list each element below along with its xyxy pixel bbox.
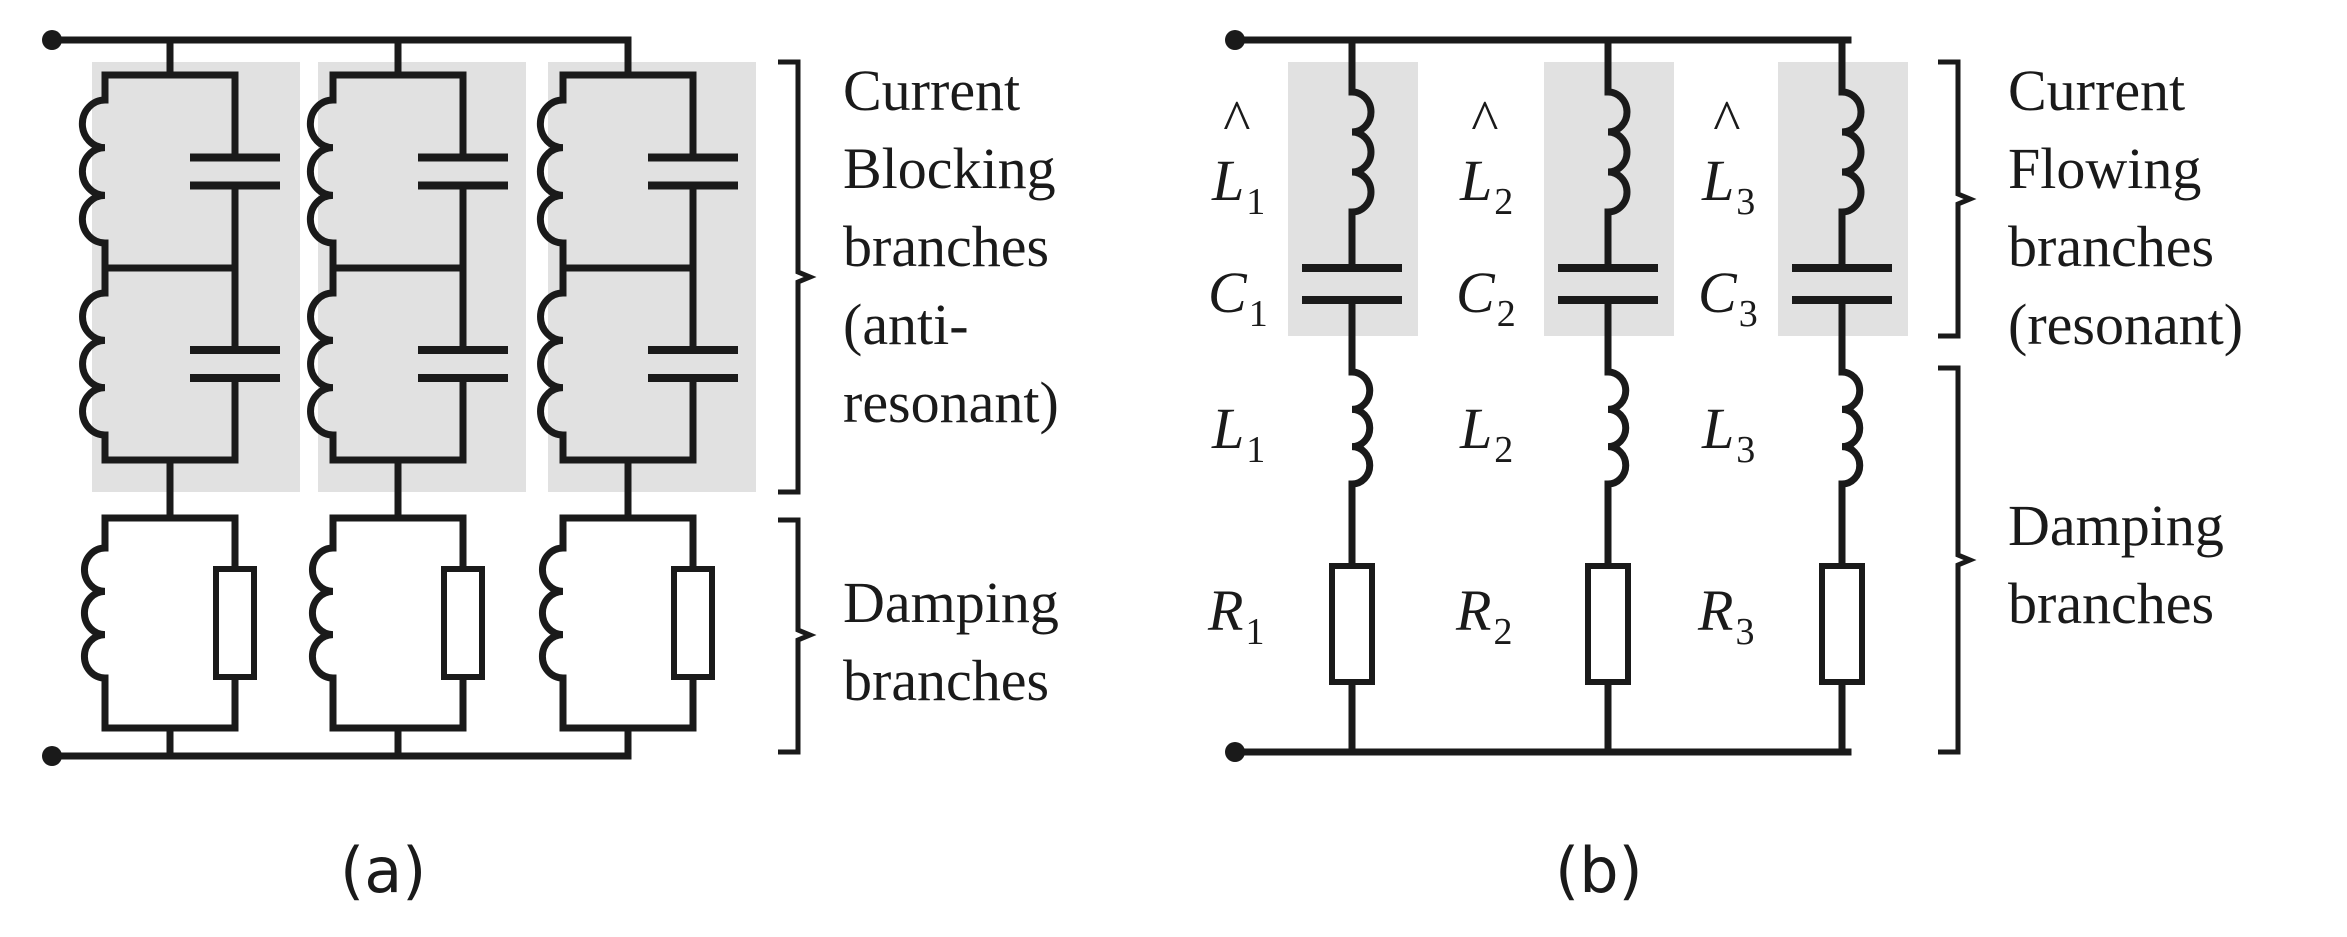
flowing-shade-3 [1778,62,1908,336]
flowing-shade-2 [1544,62,1674,336]
l-symbol-1: L1 [1211,396,1265,471]
inductor-coil [78,96,109,247]
resistor [441,514,485,732]
resistor-body [213,566,257,680]
hat-mark-3: ^ [1712,88,1740,153]
hat-mark-2: ^ [1470,88,1498,153]
damping-inductor-coil [1348,368,1374,488]
r-symbol-1: R1 [1207,578,1264,653]
hat-mark-1: ^ [1222,88,1250,153]
resonant-inductor-coil [1604,88,1631,216]
lhat-symbol-3: L3 [1701,148,1755,223]
inductor-coil [537,289,567,439]
damping-cell-a [308,514,485,732]
capacitor [190,264,280,464]
damping-b-label-line-2: branches [2008,571,2214,636]
resistor [213,514,257,732]
flowing-shade-1 [1288,62,1418,336]
branch-labels-b: ^ L1 C1 L1 R1 ^ L2 C2 L2 R2 ^ L3 C3 L3 R… [1207,88,1758,653]
blocking-label-line-2: Blocking [843,136,1056,201]
damping-inductor-coil [1838,368,1864,488]
damping-b-label-line-1: Damping [2008,493,2224,558]
terminal-bottom-b [1225,742,1245,762]
inductor-coil [307,289,337,439]
terminal-top-b [1225,30,1245,50]
blocking-branch-2 [306,36,508,760]
damping-resistor [1585,544,1631,704]
resonant-capacitor [1792,246,1892,322]
resistor-body [1819,563,1865,685]
panel-a-circuit [42,30,756,766]
caption-a: (a) [340,834,426,907]
resistor [671,514,715,732]
lhat-symbol-1: L1 [1211,148,1265,223]
inductor-coil [306,96,337,247]
flowing-label-line-2: Flowing [2008,136,2201,201]
inductor-coil [80,544,109,682]
flowing-branch-3 [1792,36,1892,756]
flowing-branch-1 [1302,36,1402,756]
blocking-label-line-3: branches [843,214,1049,279]
r-symbol-3: R3 [1697,578,1754,653]
brace-blocking [778,59,817,495]
resistor-body [1585,563,1631,685]
panel-b-circuit [1225,30,1908,762]
l-symbol-3: L3 [1701,396,1755,471]
flowing-label-line-1: Current [2008,58,2185,123]
resistor-body [1329,563,1375,685]
blocking-label-line-1: Current [843,58,1020,123]
inductor-coil [79,289,109,439]
blocking-label-line-4: (anti- [843,292,969,357]
lhat-symbol-2: L2 [1459,148,1513,223]
c-symbol-2: C2 [1456,260,1516,335]
c-symbol-1: C1 [1208,260,1268,335]
brace-damping-a [778,517,817,755]
capacitor [418,71,508,272]
r-symbol-2: R2 [1455,578,1512,653]
terminal-bottom-a [42,746,62,766]
blocking-shade-1 [92,62,300,492]
damping-a-label-line-2: branches [843,648,1049,713]
caption-b: (b) [1555,834,1643,907]
brace-flowing [1938,59,1977,339]
terminal-top-a [42,30,62,50]
damping-resistor [1819,544,1865,704]
resonant-inductor-coil [1838,88,1865,216]
capacitor [418,264,508,464]
resonant-inductor-coil [1348,88,1375,216]
l-symbol-2: L2 [1459,396,1513,471]
damping-cell-a [538,514,715,732]
damping-inductor-coil [1604,368,1630,488]
inductor-coil [536,96,567,247]
blocking-branch-1 [78,36,280,760]
capacitor [190,71,280,272]
flowing-label-line-3: branches [2008,214,2214,279]
blocking-label-line-5: resonant) [843,370,1059,435]
damping-resistor [1329,544,1375,704]
inductor-coil [308,544,337,682]
resistor-body [671,566,715,680]
blocking-shade-2 [318,62,526,492]
damping-a-label-line-1: Damping [843,570,1059,635]
blocking-branch-3 [536,36,738,760]
capacitor [648,71,738,272]
flowing-label-line-4: (resonant) [2008,292,2243,357]
flowing-branch-2 [1558,36,1658,756]
resonant-capacitor [1302,246,1402,322]
brace-damping-b [1938,365,1977,755]
damping-cell-a [80,514,257,732]
resistor-body [441,566,485,680]
c-symbol-3: C3 [1698,260,1758,335]
blocking-shade-3 [548,62,756,492]
inductor-coil [538,544,567,682]
capacitor [648,264,738,464]
